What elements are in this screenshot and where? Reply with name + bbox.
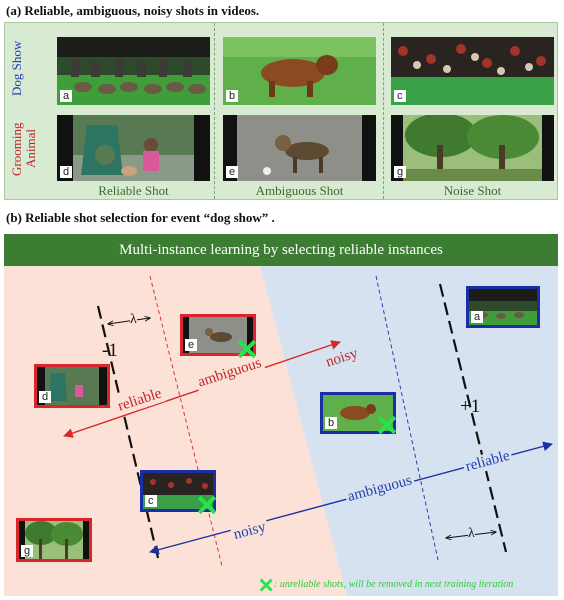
row-label-grooming-animal: Grooming Animal	[9, 122, 38, 176]
example-shots-panel: Dog Show Grooming Animal a b	[4, 22, 558, 200]
column-label-reliable: Reliable Shot	[98, 183, 169, 198]
negative-class-label: -1	[102, 340, 118, 361]
unreliable-cross-icon	[198, 496, 216, 514]
column-divider	[214, 23, 215, 199]
lambda-measure-left	[108, 318, 150, 324]
thumbnail-tag: e	[226, 166, 239, 178]
crowd-stands-image	[391, 37, 554, 105]
running-dog-image	[223, 37, 376, 105]
mil-diagram: reliable ambiguous noisy noisy ambiguous…	[4, 266, 558, 596]
thumbnail-d: d	[57, 115, 210, 181]
instance-tag: d	[39, 391, 52, 403]
thumbnail-tag: a	[60, 90, 73, 102]
thumbnail-tag: c	[394, 90, 406, 102]
thumbnail-a: a	[57, 37, 210, 105]
footnote-text: : unreliable shots, will be removed in n…	[274, 579, 514, 590]
thumbnail-tag: d	[60, 166, 73, 178]
thumbnail-tag: g	[394, 166, 407, 178]
thumbnail-g: g	[391, 115, 554, 181]
instance-tag: g	[21, 545, 34, 557]
banner: Multi-instance learning by selecting rel…	[4, 234, 558, 266]
dog-show-arena-image	[57, 37, 210, 105]
column-label-ambiguous: Ambiguous Shot	[255, 183, 344, 198]
terrier-on-gravel-image	[223, 115, 376, 181]
positive-class-label: +1	[460, 396, 481, 417]
instance-e: e	[180, 314, 256, 356]
footnote: : unreliable shots, will be removed in n…	[258, 574, 513, 592]
forest-trees-image	[391, 115, 554, 181]
lambda-label-right: λ	[468, 526, 475, 542]
thumbnail-e: e	[223, 115, 376, 181]
instance-c: c	[140, 470, 216, 512]
column-divider	[383, 23, 384, 199]
grooming-at-park-image	[57, 115, 210, 181]
instance-g: g	[16, 518, 92, 562]
lambda-label-left: λ	[130, 312, 137, 328]
legend-cross-icon	[260, 579, 268, 587]
section-a-title: (a) Reliable, ambiguous, noisy shots in …	[6, 3, 260, 18]
instance-tag: e	[185, 339, 198, 351]
dog-show-arena-image	[469, 289, 537, 325]
unreliable-cross-icon	[238, 340, 256, 358]
mil-diagram-canvas	[4, 266, 558, 596]
instance-tag: b	[325, 417, 338, 429]
column-label-noise: Noise Shot	[443, 183, 502, 198]
thumbnail-b: b	[223, 37, 376, 105]
row-label-dog-show: Dog Show	[9, 40, 24, 96]
instance-tag: c	[145, 495, 157, 507]
thumbnail-tag: b	[226, 90, 239, 102]
instance-d: d	[34, 364, 110, 408]
grooming-at-park-image	[37, 367, 107, 405]
instance-tag: a	[471, 311, 484, 323]
thumbnail-c: c	[391, 37, 554, 105]
instance-a: a	[466, 286, 540, 328]
unreliable-cross-icon	[378, 416, 396, 434]
forest-trees-image	[19, 521, 89, 559]
section-b-title: (b) Reliable shot selection for event “d…	[6, 210, 275, 225]
